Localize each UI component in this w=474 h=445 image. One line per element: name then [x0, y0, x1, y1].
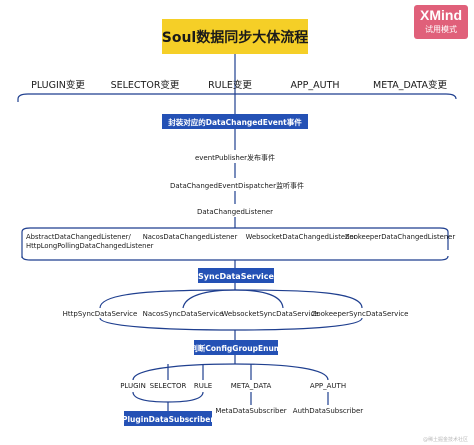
- listener-abstract-line1: AbstractDataChangedListener/: [26, 233, 131, 241]
- group-plugin: PLUGIN: [120, 382, 146, 390]
- change-type-app-auth: APP_AUTH: [290, 80, 339, 91]
- wrap-event-box: [162, 114, 308, 129]
- connectors: [17, 54, 457, 411]
- change-type-meta-data: META_DATA变更: [373, 79, 447, 91]
- listener-list: AbstractDataChangedListener/ HttpLongPol…: [26, 233, 455, 250]
- bracket-sync-impls-bottom: [99, 317, 363, 331]
- bracket-sync-impls: [99, 289, 363, 309]
- bracket-groups-to-plugin-sub: [132, 391, 204, 403]
- xmind-logo: XMind: [420, 7, 462, 23]
- trial-mode-label: 试用模式: [425, 25, 457, 34]
- listener-step: DataChangedListener: [197, 208, 273, 216]
- sync-impl-nacos: NacosSyncDataService: [143, 310, 224, 318]
- wrap-event-label: 封装对应的DataChangedEvent事件: [168, 117, 302, 127]
- change-type-plugin: PLUGIN变更: [31, 79, 85, 91]
- judge-box: [194, 340, 278, 355]
- group-list: PLUGIN SELECTOR RULE META_DATA APP_AUTH: [120, 382, 346, 390]
- dispatch-step: DataChangedEventDispatcher监听事件: [170, 181, 304, 190]
- change-types: PLUGIN变更 SELECTOR变更 RULE变更 APP_AUTH META…: [31, 79, 447, 91]
- group-rule: RULE: [194, 382, 212, 390]
- group-meta-data: META_DATA: [231, 382, 272, 390]
- sync-impl-zookeeper: ZookeeperSyncDataService: [312, 310, 409, 318]
- plugin-subscriber-label: PluginDataSubscriber: [122, 415, 214, 424]
- group-selector: SELECTOR: [150, 382, 187, 390]
- bracket-change-types: [17, 93, 457, 100]
- page-title: Soul数据同步大体流程: [162, 29, 308, 46]
- group-app-auth: APP_AUTH: [310, 382, 346, 390]
- auth-subscriber-label: AuthDataSubscriber: [293, 407, 364, 415]
- bracket-listeners-bottom: [21, 255, 449, 261]
- change-type-selector: SELECTOR变更: [111, 79, 180, 91]
- publish-step: eventPublisher发布事件: [195, 153, 275, 162]
- watermark: @稀土掘金技术社区: [422, 437, 468, 443]
- change-type-rule: RULE变更: [208, 79, 252, 91]
- judge-label: 判断ConfigGroupEnum: [190, 343, 281, 353]
- sync-service-box: [198, 268, 274, 283]
- title-box: [162, 19, 308, 54]
- sync-impl-websocket: WebsocketSyncDataService: [221, 310, 318, 318]
- listener-websocket: WebsocketDataChangedListener: [246, 233, 357, 241]
- sync-impl-list: HttpSyncDataService NacosSyncDataService…: [63, 310, 409, 318]
- listener-zookeeper: ZookeeperDataChangedListener: [345, 233, 455, 241]
- sync-service-label: SyncDataService: [198, 272, 275, 281]
- bracket-listeners: [21, 227, 449, 258]
- xmind-trial-badge: XMind 试用模式: [414, 5, 468, 39]
- listener-abstract-line2: HttpLongPollingDataChangedListener: [26, 242, 154, 250]
- plugin-subscriber-box: [124, 411, 212, 426]
- listener-nacos: NacosDataChangedListener: [143, 233, 238, 241]
- bracket-groups: [132, 363, 329, 381]
- meta-subscriber-label: MetaDataSubscriber: [215, 407, 286, 415]
- sync-impl-http: HttpSyncDataService: [63, 310, 138, 318]
